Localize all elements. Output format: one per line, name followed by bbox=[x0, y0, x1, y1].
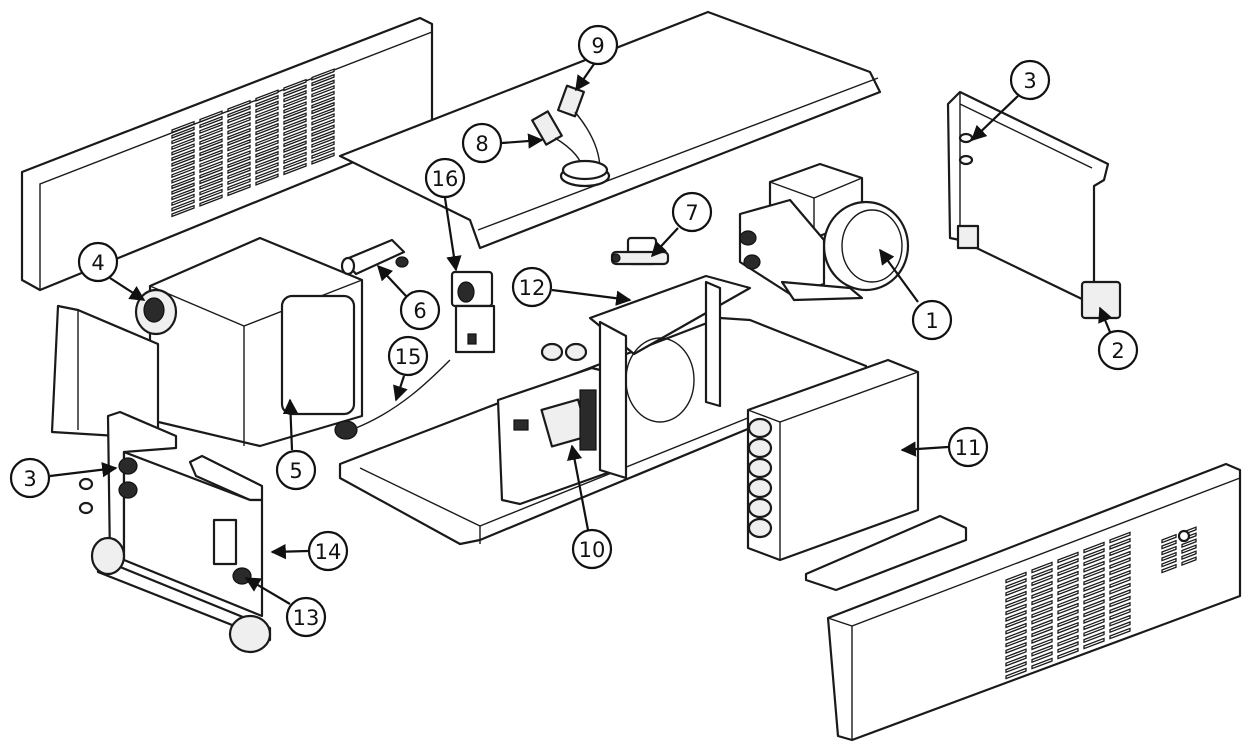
callout-number: 9 bbox=[591, 34, 604, 58]
callout-8: 8 bbox=[461, 122, 503, 164]
callout-number: 10 bbox=[579, 538, 606, 562]
callout-circle bbox=[275, 449, 317, 491]
callout-number: 4 bbox=[91, 251, 104, 275]
callout-number: 8 bbox=[475, 132, 488, 156]
leader-line-3b bbox=[49, 462, 118, 478]
callout-5: 5 bbox=[275, 449, 317, 491]
callout-3b: 3 bbox=[9, 457, 51, 499]
leader-line-11 bbox=[900, 441, 949, 457]
front-louvered-panel bbox=[826, 462, 1242, 742]
motor bbox=[738, 162, 910, 302]
callout-number: 13 bbox=[293, 606, 320, 630]
callout-number: 2 bbox=[1111, 339, 1124, 363]
leader-line-12 bbox=[551, 288, 632, 306]
leader-line-6 bbox=[376, 264, 407, 297]
leader-line-4 bbox=[109, 277, 146, 301]
callout-circle bbox=[571, 528, 613, 570]
solenoid-valve-16 bbox=[450, 270, 496, 354]
callout-6: 6 bbox=[399, 289, 441, 331]
leader-line-13 bbox=[244, 577, 291, 605]
filter bbox=[340, 238, 409, 276]
callout-1: 1 bbox=[911, 299, 953, 341]
water-tank bbox=[134, 236, 364, 448]
leader-line-16 bbox=[443, 197, 462, 272]
callout-2: 2 bbox=[1097, 329, 1139, 371]
callout-number: 12 bbox=[519, 276, 546, 300]
callout-number: 14 bbox=[315, 540, 342, 564]
callout-circle bbox=[1097, 329, 1139, 371]
callout-circle bbox=[671, 191, 713, 233]
leader-line-2 bbox=[1098, 306, 1113, 333]
callout-circle bbox=[511, 266, 553, 308]
callout-number: 15 bbox=[395, 345, 422, 369]
callout-circle bbox=[307, 530, 349, 572]
callout-3a: 3 bbox=[1009, 59, 1051, 101]
callout-number: 1 bbox=[925, 309, 938, 333]
fan-shroud bbox=[540, 274, 752, 480]
leader-line-14 bbox=[270, 543, 309, 560]
leader-line-10 bbox=[567, 444, 590, 531]
leader-lines bbox=[49, 63, 1113, 605]
callout-circle bbox=[9, 457, 51, 499]
callout-circle bbox=[947, 426, 989, 468]
callout-circle bbox=[1009, 59, 1051, 101]
rear-louvered-panel bbox=[20, 16, 434, 292]
callout-number: 7 bbox=[685, 201, 698, 225]
callout-16: 16 bbox=[424, 157, 466, 199]
control-board bbox=[496, 366, 612, 506]
front-left-frame bbox=[78, 410, 272, 654]
callout-4: 4 bbox=[77, 241, 119, 283]
callout-13: 13 bbox=[285, 596, 327, 638]
condenser bbox=[746, 358, 968, 592]
callout-circle bbox=[387, 335, 429, 377]
callout-12: 12 bbox=[511, 266, 553, 308]
callout-number: 3 bbox=[1023, 69, 1036, 93]
callout-10: 10 bbox=[571, 528, 613, 570]
callout-number: 6 bbox=[413, 299, 426, 323]
callout-number: 16 bbox=[432, 167, 459, 191]
callout-circle bbox=[461, 122, 503, 164]
cable-harness bbox=[531, 84, 611, 188]
top-cover bbox=[338, 10, 882, 250]
right-side-bracket bbox=[946, 90, 1122, 320]
leader-line-9 bbox=[575, 63, 595, 92]
solenoid-valve bbox=[610, 236, 670, 266]
leader-line-7 bbox=[650, 227, 679, 258]
callout-11: 11 bbox=[947, 426, 989, 468]
callout-7: 7 bbox=[671, 191, 713, 233]
callout-circle bbox=[399, 289, 441, 331]
leader-line-5 bbox=[282, 398, 299, 451]
callout-circle bbox=[577, 24, 619, 66]
callout-15: 15 bbox=[387, 335, 429, 377]
callout-number: 11 bbox=[955, 436, 982, 460]
callout-number: 5 bbox=[289, 459, 302, 483]
callout-circle bbox=[424, 157, 466, 199]
callout-circle bbox=[911, 299, 953, 341]
ground-cable bbox=[334, 359, 451, 440]
leader-line-8 bbox=[501, 133, 544, 149]
callout-14: 14 bbox=[307, 530, 349, 572]
callout-number: 3 bbox=[23, 467, 36, 491]
leader-line-15 bbox=[393, 375, 408, 402]
leader-line-1 bbox=[879, 248, 919, 303]
callout-circle bbox=[77, 241, 119, 283]
callout-circle bbox=[285, 596, 327, 638]
callout-9: 9 bbox=[577, 24, 619, 66]
leader-line-3a bbox=[970, 95, 1019, 142]
